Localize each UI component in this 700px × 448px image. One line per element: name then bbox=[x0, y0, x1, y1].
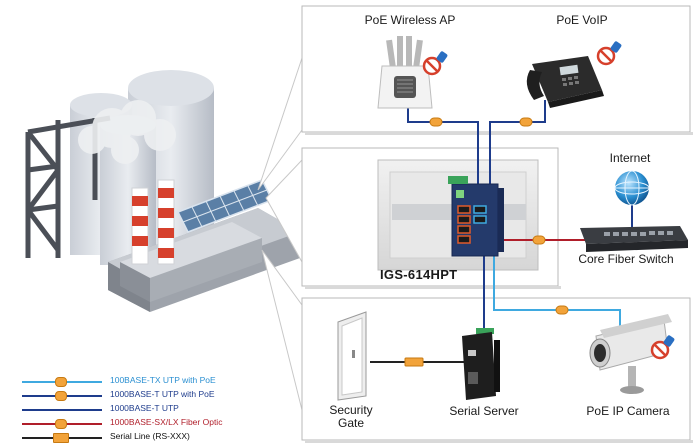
line-ap-switch bbox=[407, 108, 479, 184]
core-switch-icon bbox=[580, 226, 688, 252]
legend-line bbox=[22, 409, 102, 411]
legend-badge bbox=[55, 377, 67, 387]
internet-globe-icon bbox=[614, 170, 650, 206]
legend-item: 1000BASE-T UTP bbox=[22, 403, 282, 416]
legend-item: Serial Line (RS-XXX) bbox=[22, 431, 282, 444]
legend-item: 100BASE-TX UTP with PoE bbox=[22, 375, 282, 388]
legend-item: 1000BASE-SX/LX Fiber Optic bbox=[22, 417, 282, 430]
legend-item: 1000BASE-T UTP with PoE bbox=[22, 389, 282, 402]
no-power-icon bbox=[422, 51, 448, 76]
label-switch-model: IGS-614HPT bbox=[380, 267, 458, 282]
panel-top bbox=[301, 5, 693, 135]
line-voip-switch bbox=[489, 100, 546, 184]
industrial-switch-icon bbox=[448, 176, 504, 257]
label-gate: Security Gate bbox=[329, 403, 373, 430]
legend-label: 1000BASE-SX/LX Fiber Optic bbox=[110, 417, 223, 427]
security-gate-icon bbox=[337, 311, 367, 401]
no-power-icon bbox=[596, 41, 622, 66]
legend-label: 100BASE-TX UTP with PoE bbox=[110, 375, 216, 385]
voip-phone-icon bbox=[526, 56, 604, 108]
label-core-switch: Core Fiber Switch bbox=[578, 252, 674, 266]
connection-badges bbox=[404, 117, 569, 367]
label-serial-server: Serial Server bbox=[449, 404, 519, 418]
legend-badge bbox=[55, 391, 67, 401]
label-internet: Internet bbox=[609, 151, 651, 165]
label-voip: PoE VoIP bbox=[556, 13, 608, 27]
legend-badge bbox=[53, 433, 69, 443]
factory-illustration bbox=[25, 70, 300, 312]
no-power-icon bbox=[650, 335, 675, 360]
wireless-ap-icon bbox=[377, 36, 433, 109]
legend-label: Serial Line (RS-XXX) bbox=[110, 431, 190, 441]
ip-camera-icon bbox=[589, 314, 672, 394]
panel-bottom bbox=[301, 297, 693, 443]
legend-label: 1000BASE-T UTP bbox=[110, 403, 179, 413]
serial-server-icon bbox=[462, 328, 500, 400]
label-camera: PoE IP Camera bbox=[586, 404, 670, 418]
legend-badge bbox=[55, 419, 67, 429]
label-ap: PoE Wireless AP bbox=[364, 13, 456, 27]
legend-label: 1000BASE-T UTP with PoE bbox=[110, 389, 215, 399]
legend: 100BASE-TX UTP with PoE 1000BASE-T UTP w… bbox=[0, 374, 290, 444]
